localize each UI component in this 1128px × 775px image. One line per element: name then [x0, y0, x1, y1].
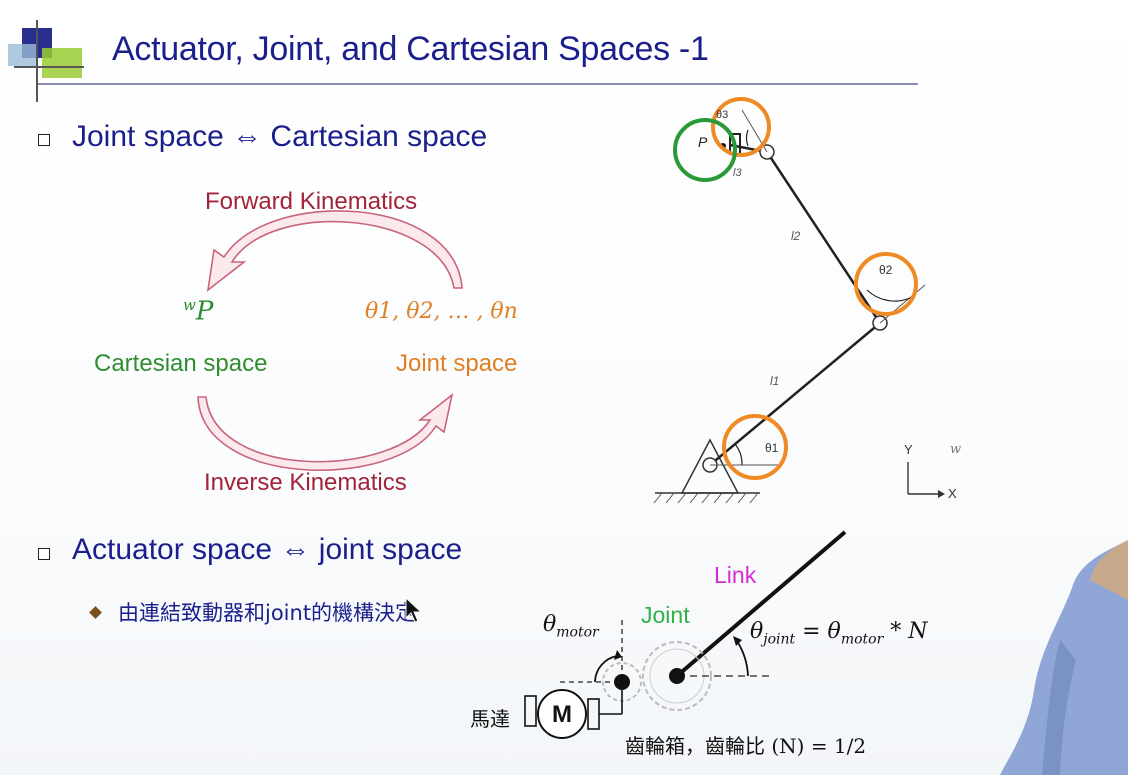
gearbox-label: 齒輪箱，齒輪比 (N) = 1/2 — [625, 730, 866, 759]
frame-w-label: w — [950, 442, 961, 457]
theta1-label: θ1 — [765, 441, 778, 455]
inverse-arrow-icon — [198, 395, 452, 470]
axis-x-label: X — [948, 486, 957, 501]
link-label: Link — [714, 562, 756, 589]
point-p-label: P — [698, 134, 707, 150]
presenter-image — [1000, 540, 1128, 775]
theta2-label: θ2 — [879, 263, 892, 277]
joint-equation: θjoint = θmotor * N — [750, 619, 928, 647]
motor-label: 馬達 — [470, 703, 510, 732]
joint-label: Joint — [641, 602, 690, 629]
motor-symbol: M — [552, 701, 572, 729]
forward-arrow-icon — [208, 211, 462, 290]
theta-motor-label: θmotor — [543, 612, 599, 640]
l2-label: l2 — [791, 229, 800, 243]
l3-label: l3 — [733, 167, 742, 179]
robot-arm-diagram — [654, 99, 945, 503]
theta3-label: θ3 — [716, 109, 728, 121]
axis-y-label: Y — [904, 442, 913, 457]
mouse-cursor-icon — [405, 597, 423, 623]
l1-label: l1 — [770, 374, 779, 388]
